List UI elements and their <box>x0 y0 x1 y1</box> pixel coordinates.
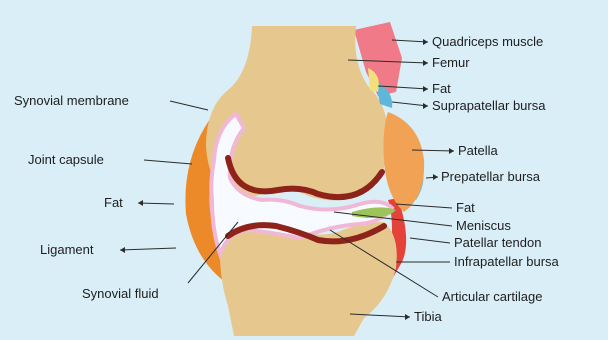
label-fat-mid: Fat <box>456 200 475 215</box>
label-femur: Femur <box>432 55 470 70</box>
label-patellar-tendon: Patellar tendon <box>454 235 541 250</box>
label-articular-cartilage: Articular cartilage <box>442 289 542 304</box>
label-patella: Patella <box>458 143 498 158</box>
label-tibia: Tibia <box>414 309 442 324</box>
label-ligament: Ligament <box>40 242 93 257</box>
label-synovial-fluid: Synovial fluid <box>82 286 159 301</box>
label-infrapatellar-bursa: Infrapatellar bursa <box>454 254 559 269</box>
label-fat-top: Fat <box>432 81 451 96</box>
label-synovial-membrane: Synovial membrane <box>14 93 129 108</box>
label-joint-capsule: Joint capsule <box>28 152 104 167</box>
patella-bone <box>384 112 425 212</box>
label-prepatellar-bursa: Prepatellar bursa <box>441 169 540 184</box>
label-quadriceps-muscle: Quadriceps muscle <box>432 34 543 49</box>
label-meniscus: Meniscus <box>456 218 511 233</box>
label-suprapatellar-bursa: Suprapatellar bursa <box>432 98 545 113</box>
label-fat-left: Fat <box>104 195 123 210</box>
